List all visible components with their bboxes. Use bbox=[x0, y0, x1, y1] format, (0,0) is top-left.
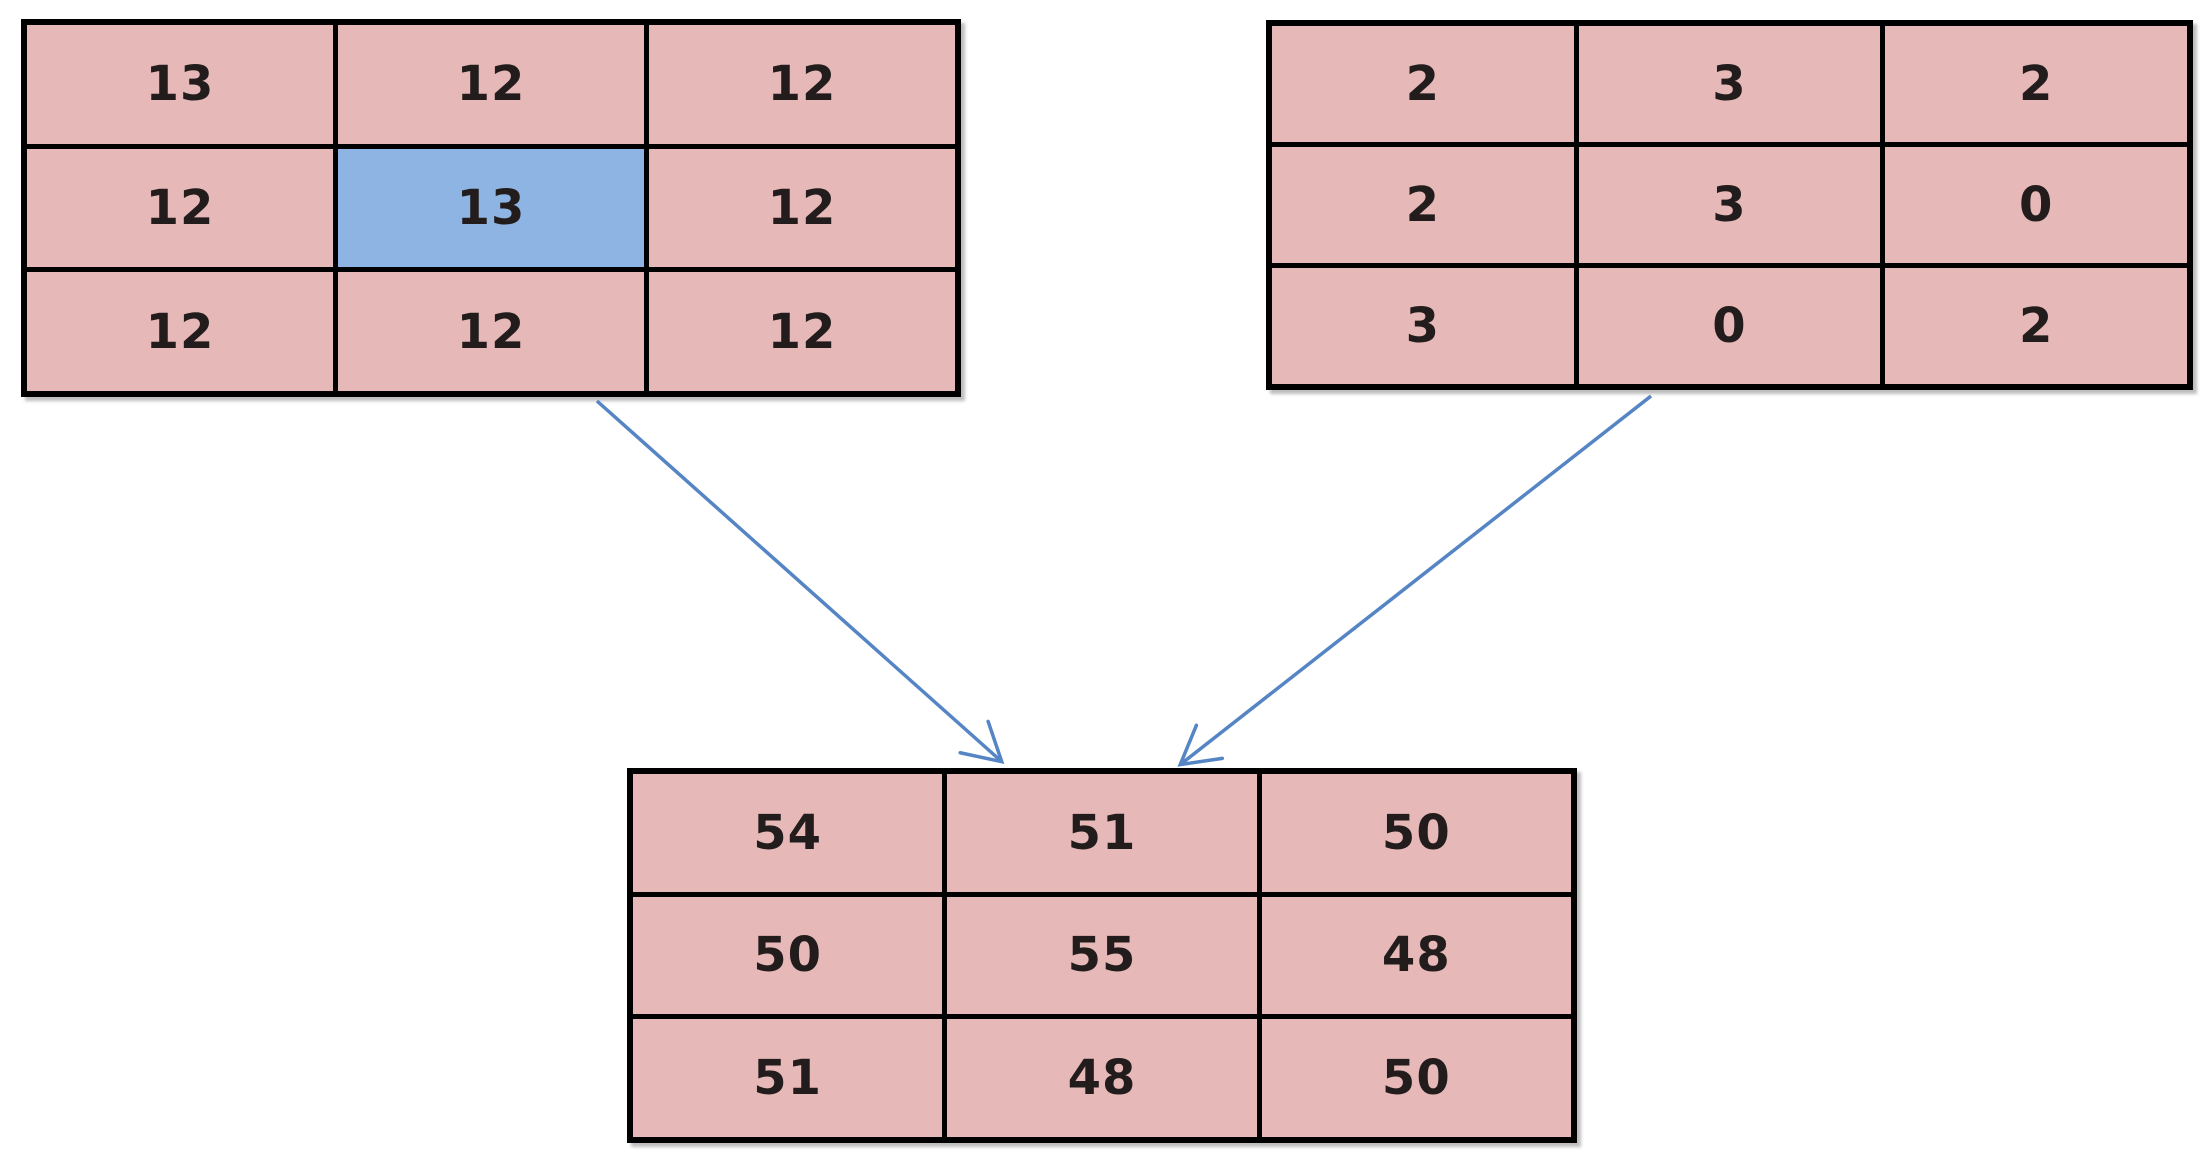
matrix-cell: 12 bbox=[338, 272, 644, 391]
matrix-bottom: 54 51 50 50 55 48 51 48 50 bbox=[627, 768, 1577, 1143]
matrix-cell: 12 bbox=[649, 272, 955, 391]
matrix-cell: 2 bbox=[1272, 147, 1574, 263]
matrix-cell: 3 bbox=[1578, 147, 1881, 263]
matrix-cell-highlighted: 13 bbox=[338, 148, 644, 268]
matrix-cell: 0 bbox=[1578, 268, 1881, 384]
matrix-cell: 2 bbox=[1272, 26, 1574, 142]
arrow-top-left-to-bottom-icon bbox=[595, 399, 1005, 765]
matrix-cell: 50 bbox=[1261, 774, 1571, 892]
matrix-cell: 13 bbox=[27, 25, 333, 144]
matrix-top-right: 2 3 2 2 3 0 3 0 2 bbox=[1266, 20, 2193, 390]
matrix-top-left: 13 12 12 12 13 12 12 12 12 bbox=[21, 19, 961, 397]
matrix-cell: 55 bbox=[947, 896, 1257, 1015]
matrix-cell: 12 bbox=[338, 25, 644, 144]
matrix-cell: 3 bbox=[1578, 26, 1881, 142]
matrix-cell: 12 bbox=[27, 272, 333, 391]
matrix-cell: 12 bbox=[649, 148, 955, 268]
matrix-cell: 12 bbox=[649, 25, 955, 144]
matrix-cell: 50 bbox=[1261, 1019, 1571, 1137]
matrix-cell: 2 bbox=[1885, 268, 2187, 384]
matrix-cell: 12 bbox=[27, 148, 333, 268]
matrix-cell: 3 bbox=[1272, 268, 1574, 384]
matrix-cell: 54 bbox=[633, 774, 943, 892]
matrix-cell: 50 bbox=[633, 896, 943, 1015]
matrix-cell: 51 bbox=[633, 1019, 943, 1137]
matrix-cell: 0 bbox=[1885, 147, 2187, 263]
matrix-cell: 48 bbox=[947, 1019, 1257, 1137]
arrow-top-right-to-bottom-icon bbox=[1177, 394, 1653, 767]
matrix-cell: 51 bbox=[947, 774, 1257, 892]
matrix-cell: 2 bbox=[1885, 26, 2187, 142]
matrix-cell: 48 bbox=[1261, 896, 1571, 1015]
